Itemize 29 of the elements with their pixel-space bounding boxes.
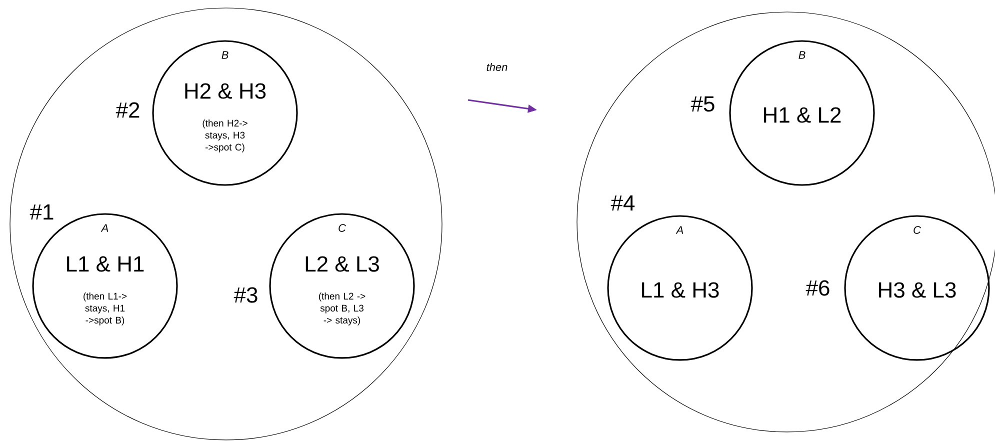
group-number: #4 (610, 195, 635, 211)
note-text: (then H2-> stays, H3 ->spot C) (202, 120, 248, 152)
group-number: #6 (806, 280, 830, 296)
position-circle (690, 40, 875, 186)
group-number: #1 (30, 204, 54, 220)
position-circle (607, 195, 753, 361)
group-number: #3 (234, 287, 258, 303)
pair-label: L2 & L3 (306, 256, 379, 272)
pair-label: H3 & L3 (879, 282, 956, 298)
note-text: (then L2 -> spot B, L3 -> stays) (318, 292, 366, 326)
spot-letter: A (676, 226, 684, 234)
pair-label: H2 & H3 (185, 83, 266, 99)
group-number: #2 (116, 102, 140, 118)
outer-circle (10, 8, 442, 440)
pair-label: L1 & H3 (642, 282, 719, 298)
pair-label: L1 & H1 (67, 256, 144, 272)
spot-letter: B (222, 51, 228, 59)
position-circle (30, 204, 178, 359)
pair-label: H1 & L2 (764, 107, 841, 123)
spot-letter: A (100, 224, 108, 232)
group-number: #5 (690, 96, 714, 112)
spot-letter: C (914, 226, 922, 234)
spot-letter: B (798, 51, 806, 59)
position-circle (234, 213, 415, 359)
position-circle (806, 215, 990, 361)
note-text: (then L1-> stays, H1 ->spot B) (84, 292, 127, 326)
spot-letter: C (338, 224, 346, 232)
position-circle (116, 40, 298, 186)
step-label: then (486, 62, 508, 72)
